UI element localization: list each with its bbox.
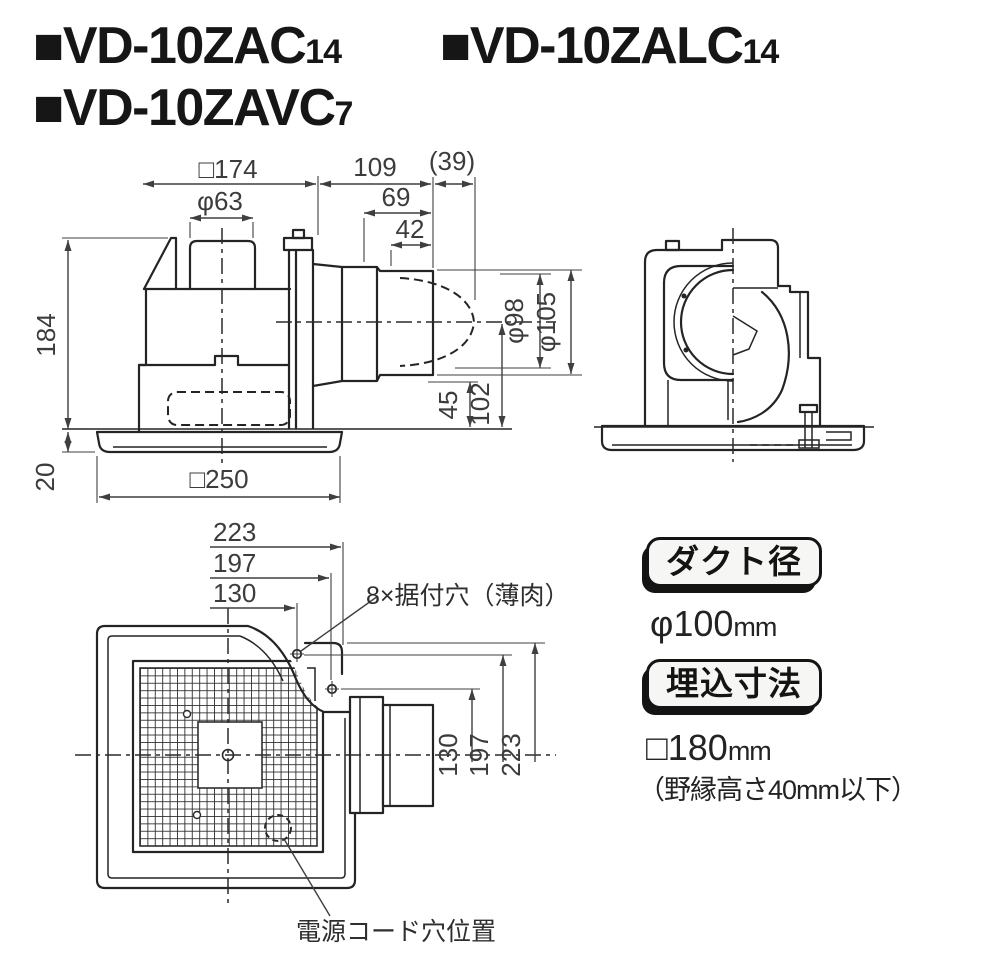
dim-body-height: 184 <box>31 313 61 356</box>
dim-42: 42 <box>396 214 425 244</box>
embed-size-value: □180mm <box>646 727 772 768</box>
dim-grille-width: □250 <box>189 464 248 494</box>
model-title-3: ■VD-10ZAVC7 <box>33 78 354 138</box>
hanger-plate <box>287 248 315 430</box>
body-corner <box>303 641 344 676</box>
scroll-curve <box>736 290 790 424</box>
screw-hole <box>182 709 192 719</box>
dim-duct-len: 109 <box>353 152 396 182</box>
duct-pipe <box>311 262 435 388</box>
dim-223-v: 223 <box>496 733 526 776</box>
grille-panel-outline <box>95 624 357 890</box>
duct-diameter-badge: ダクト径 <box>646 537 822 587</box>
mount-hole <box>325 681 339 697</box>
dim-duct-ext: (39) <box>429 146 475 176</box>
model-sub: 14 <box>742 33 779 71</box>
mount-hole-label: 8×据付穴（薄肉） <box>366 582 570 610</box>
cord-hole-leader <box>283 838 331 917</box>
dim-130: 130 <box>213 578 256 608</box>
mount-bolt <box>798 403 819 414</box>
embed-size-title: 埋込寸法 <box>666 665 802 702</box>
inner-panel <box>662 264 735 382</box>
embed-size-note: （野縁高さ40mm以下） <box>638 775 918 805</box>
mount-hole <box>290 646 304 662</box>
dim-duct-outer: φ105 <box>531 292 561 352</box>
dim-197-v: 197 <box>464 733 494 776</box>
model-title-1: ■VD-10ZAC14 <box>33 16 342 76</box>
dim-panel-width: □174 <box>198 154 257 184</box>
model-name: ■VD-10ZAVC <box>33 79 336 137</box>
elbow-dashed <box>399 277 476 367</box>
body-fin <box>142 236 178 291</box>
dim-69: 69 <box>382 182 411 212</box>
dim-45: 45 <box>433 391 463 420</box>
mount-hole-leader <box>300 595 379 652</box>
dim-197: 197 <box>213 548 256 578</box>
dim-duct-inner: φ98 <box>499 298 529 344</box>
knockout-dashed <box>167 391 291 426</box>
cord-hole-label: 電源コード穴位置 <box>296 918 496 946</box>
model-name: ■VD-10ZALC <box>440 17 744 75</box>
bellmouth-arc <box>679 268 735 376</box>
embed-size-badge: 埋込寸法 <box>646 659 822 709</box>
bottom-view: 223 197 130 130 197 223 8×据付穴（薄肉） 電源コード穴… <box>75 517 570 946</box>
screw-hole <box>192 810 202 820</box>
side-view: □174 109 (39) 69 42 φ63 184 20 □250 φ98 … <box>30 146 582 503</box>
dim-102: 102 <box>465 382 495 425</box>
model-sub: 14 <box>305 33 342 71</box>
model-title-2: ■VD-10ZALC14 <box>440 16 779 76</box>
bottom-view-dimensions: 223 197 130 130 197 223 8×据付穴（薄肉） 電源コード穴… <box>210 517 570 946</box>
scroll-housing-outline <box>720 238 822 428</box>
duct-diameter-value: φ100mm <box>650 603 777 644</box>
panel-cut-edge <box>246 624 357 714</box>
dim-130-v: 130 <box>433 733 463 776</box>
duct-diameter-title: ダクト径 <box>666 543 802 580</box>
power-cord-hole <box>264 814 292 842</box>
body-outline <box>643 248 724 428</box>
grille-flange <box>95 430 344 454</box>
dim-223: 223 <box>213 517 256 547</box>
dim-flange-height: 20 <box>30 463 60 492</box>
dim-cap-dia: φ63 <box>197 186 243 216</box>
model-sub: 7 <box>334 95 354 133</box>
side-view-dimensions: □174 109 (39) 69 42 φ63 184 20 □250 φ98 … <box>30 146 582 503</box>
model-name: ■VD-10ZAC <box>33 17 307 75</box>
section-view <box>594 228 874 462</box>
